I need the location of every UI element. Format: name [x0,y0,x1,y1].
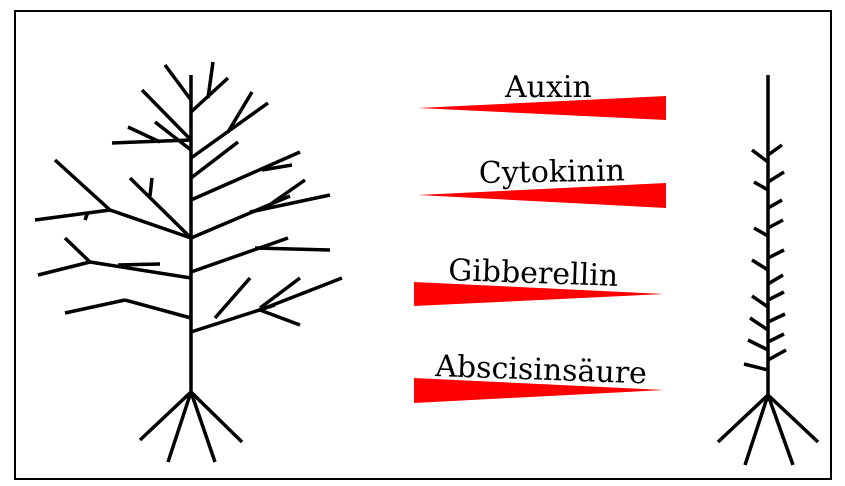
stem-bud [768,314,785,322]
stem-bud [768,200,782,208]
tree-branch [260,310,300,325]
stem-bud [748,340,768,350]
stem-bud [768,220,783,228]
unbranched-stem [718,75,818,465]
tree-branch [255,248,330,250]
stem-bud [744,364,768,370]
stem-bud [768,275,783,284]
auxin-label: Auxin [504,70,592,105]
stem-bud [752,150,768,162]
stem-bud [754,228,768,236]
tree-branch [35,210,110,220]
tree-branch [65,300,125,313]
stem-bud [752,260,768,270]
stem-bud [752,296,768,307]
tree-branch [228,92,252,132]
tree-branch [65,238,90,262]
tree-branch [125,300,191,318]
tree-branch [38,262,90,275]
tree-branch [55,160,110,210]
tree-branch [265,278,342,308]
tree-branch [150,178,152,196]
tree-branch [215,278,250,318]
abscisinsaeure-label: Abscisinsäure [434,349,648,391]
tree-branch [128,127,160,142]
tree-branch [165,65,191,100]
stem-bud [768,350,786,360]
stem-bud [768,292,784,300]
stem-bud [768,172,784,182]
cytokinin-label: Cytokinin [479,153,626,191]
stem-bud [768,145,782,155]
tree-branch [118,264,160,265]
gibberellin-label: Gibberellin [448,253,619,294]
stem-bud [750,318,768,330]
stem-bud [768,250,784,258]
stem-bud [768,334,784,342]
tree-branch [191,238,288,272]
branched-tree [35,62,342,462]
tree-branch [191,152,300,200]
tree-branch [191,142,238,178]
stem-bud [754,182,768,190]
